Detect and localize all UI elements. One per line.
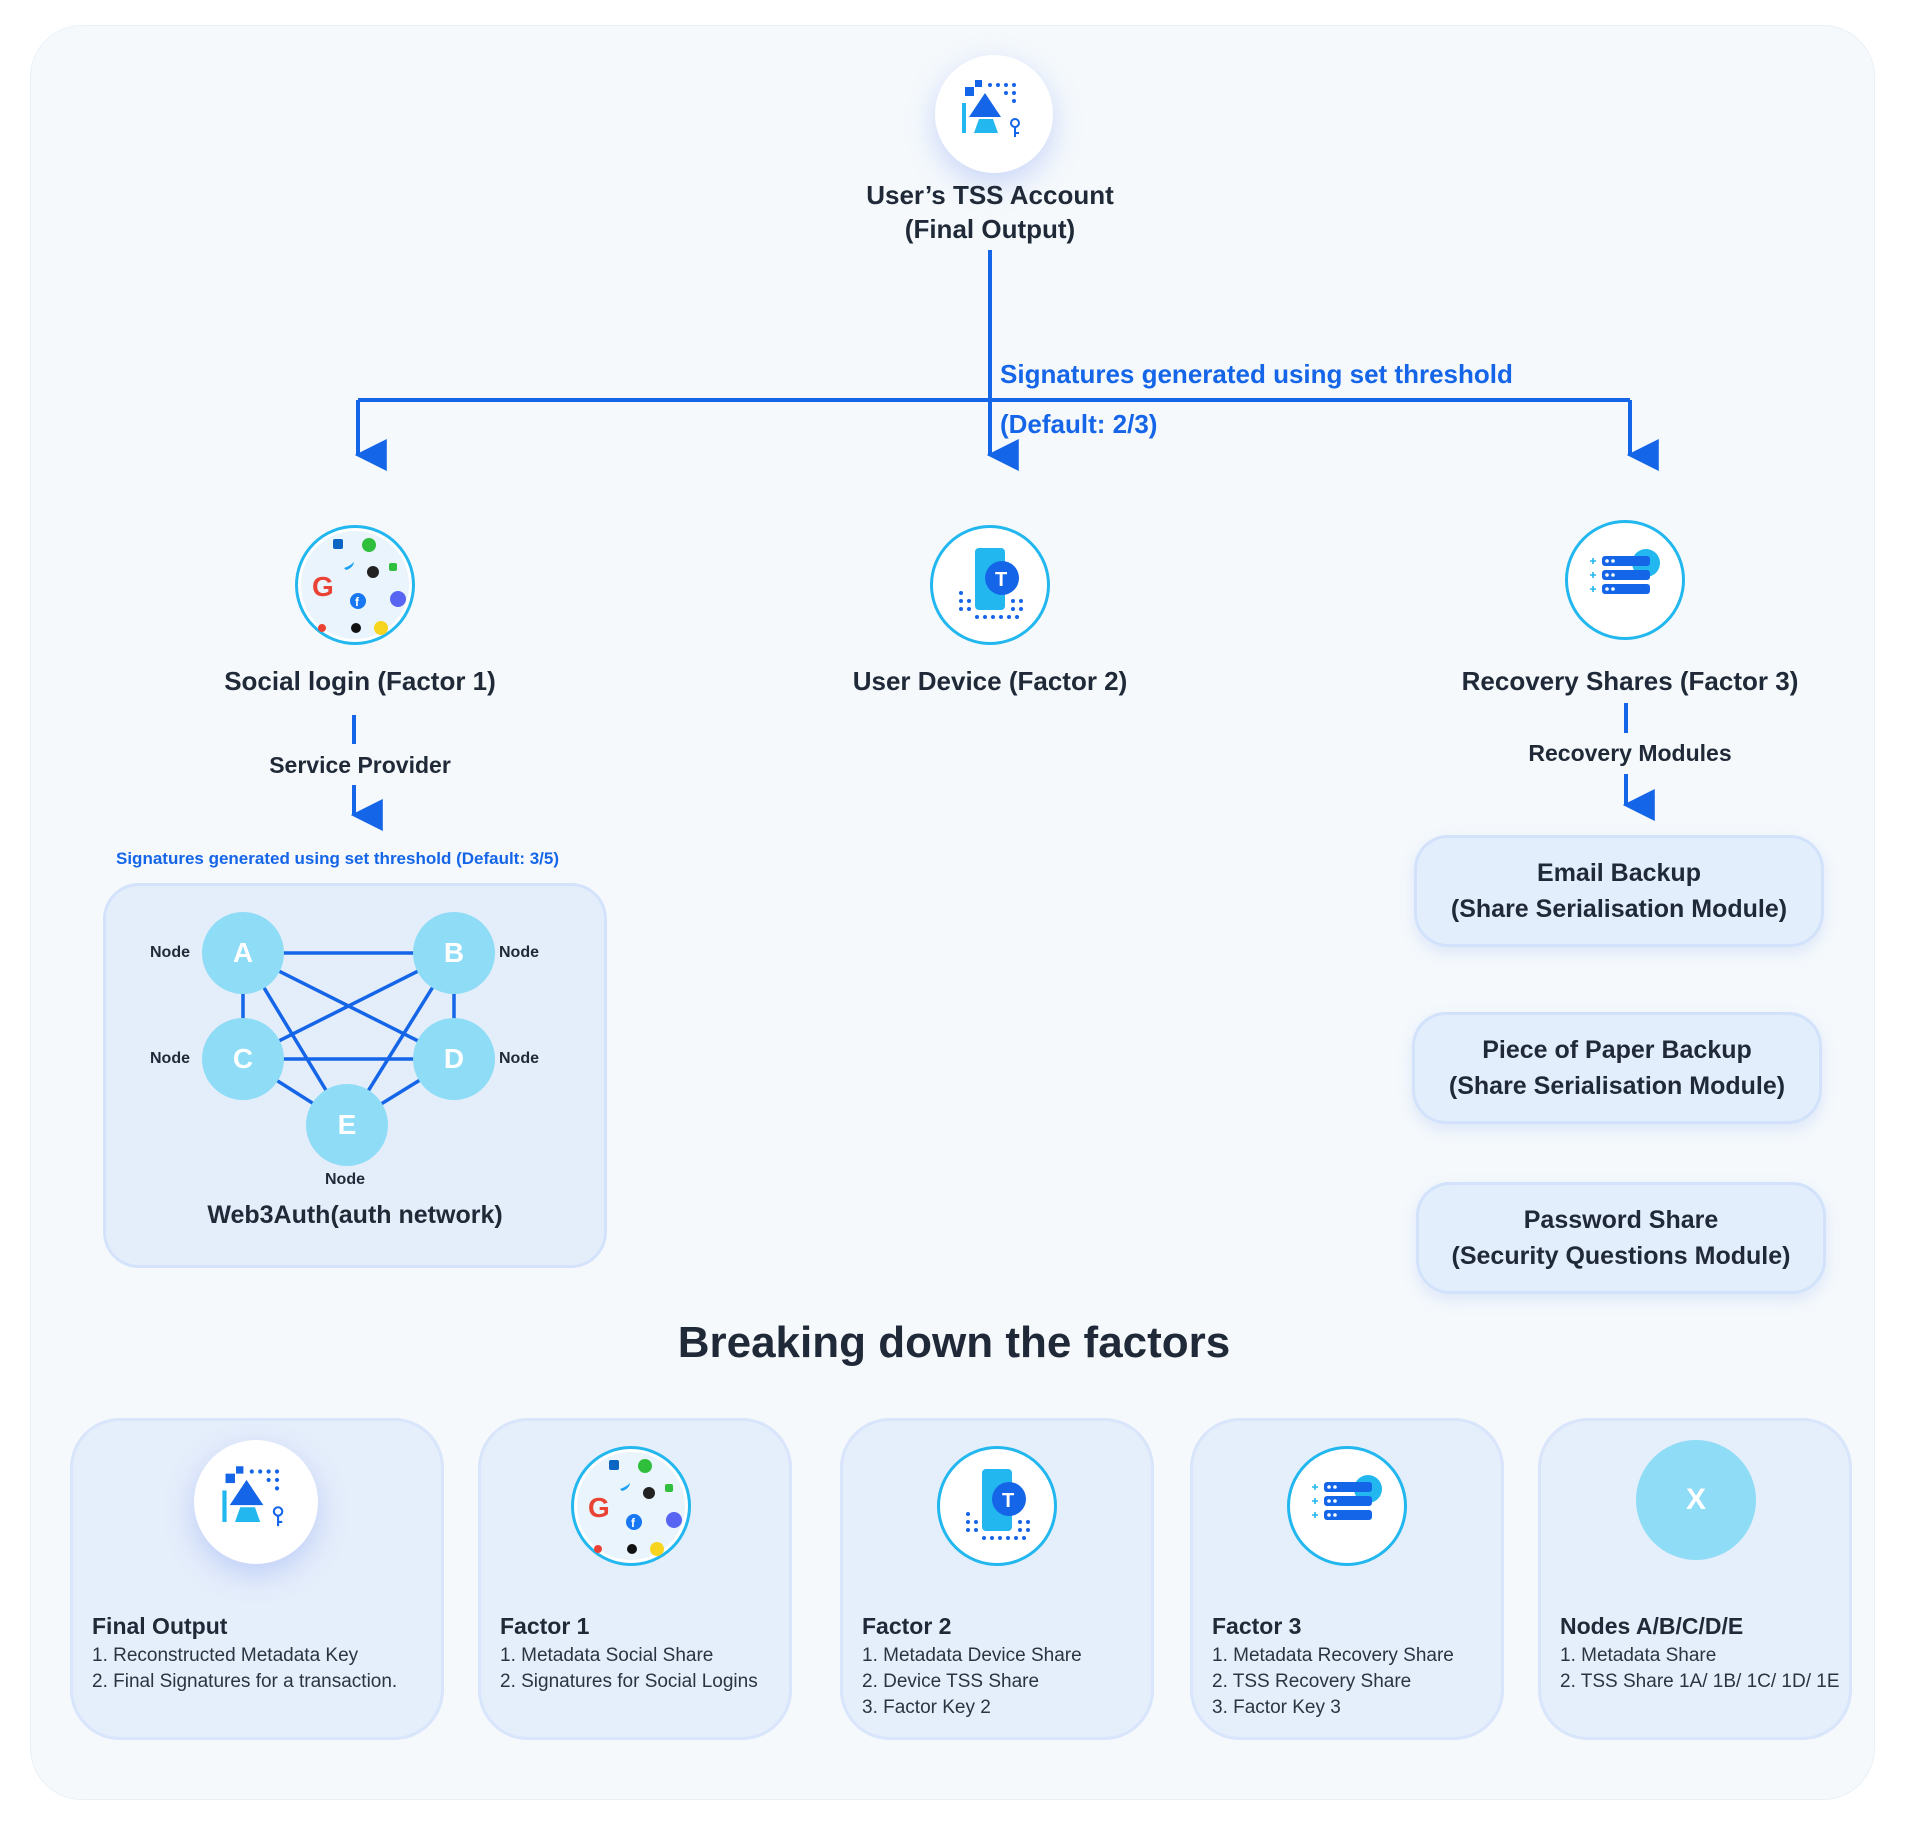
node-c: C bbox=[202, 1018, 284, 1100]
svg-text:T: T bbox=[995, 569, 1007, 591]
card-title: Factor 2 bbox=[862, 1613, 952, 1639]
node-b: B bbox=[413, 912, 495, 994]
card-item: 2. Final Signatures for a transaction. bbox=[92, 1671, 398, 1692]
module-subtitle: (Share Serialisation Module) bbox=[1450, 895, 1788, 923]
node-e: E bbox=[306, 1084, 388, 1166]
breakdown-heading: Breaking down the factors bbox=[677, 1318, 1231, 1367]
module-title: Piece of Paper Backup bbox=[1482, 1036, 1752, 1064]
final-output-title-line2: (Final Output) bbox=[904, 214, 1076, 244]
card-item: 2. TSS Recovery Share bbox=[1212, 1671, 1412, 1692]
node-e-label: Node bbox=[325, 1171, 365, 1188]
recovery-server-icon bbox=[1287, 1446, 1407, 1566]
svg-text:G: G bbox=[312, 571, 334, 602]
card-items: 1. Reconstructed Metadata Key 2. Final S… bbox=[92, 1643, 397, 1695]
threshold-label: Signatures generated using set threshold bbox=[1000, 359, 1513, 389]
svg-text:f: f bbox=[631, 1516, 636, 1530]
module-title: Password Share bbox=[1523, 1206, 1719, 1234]
card-title: Factor 1 bbox=[500, 1613, 590, 1639]
recovery-modules-label: Recovery Modules bbox=[1528, 740, 1732, 766]
card-factor-3: Factor 3 1. Metadata Recovery Share 2. T… bbox=[1190, 1418, 1504, 1740]
card-item: 3. Factor Key 2 bbox=[862, 1697, 991, 1718]
auth-network-box: A B C D E Node Node Node Node Node Web3A… bbox=[103, 883, 607, 1268]
service-provider-label: Service Provider bbox=[269, 752, 451, 778]
module-subtitle: (Share Serialisation Module) bbox=[1448, 1072, 1786, 1100]
device-icon: T bbox=[930, 525, 1050, 645]
card-item: 1. Reconstructed Metadata Key bbox=[92, 1645, 359, 1666]
module-subtitle: (Security Questions Module) bbox=[1451, 1242, 1791, 1270]
auth-network-title: Web3Auth(auth network) bbox=[207, 1201, 503, 1229]
email-backup-module: Email Backup (Share Serialisation Module… bbox=[1414, 835, 1824, 947]
svg-text:f: f bbox=[355, 595, 360, 609]
card-title: Final Output bbox=[92, 1613, 228, 1639]
card-item: 1. Metadata Recovery Share bbox=[1212, 1645, 1454, 1666]
paper-backup-module: Piece of Paper Backup (Share Serialisati… bbox=[1412, 1012, 1822, 1124]
network-threshold-note: Signatures generated using set threshold… bbox=[116, 849, 560, 868]
tss-account-icon bbox=[194, 1440, 318, 1564]
card-factor-2: T Factor 2 1. Metadata Device Share 2. D… bbox=[840, 1418, 1154, 1740]
device-icon: T bbox=[937, 1446, 1057, 1566]
svg-text:T: T bbox=[1002, 1490, 1014, 1512]
recovery-shares-label: Recovery Shares (Factor 3) bbox=[1461, 666, 1799, 696]
card-item: 1. Metadata Share bbox=[1560, 1645, 1717, 1666]
card-title: Factor 3 bbox=[1212, 1613, 1302, 1639]
social-login-label: Social login (Factor 1) bbox=[224, 666, 496, 696]
card-item: 1. Metadata Social Share bbox=[500, 1645, 714, 1666]
card-nodes: X Nodes A/B/C/D/E 1. Metadata Share 2. T… bbox=[1538, 1418, 1852, 1740]
card-factor-1: G f Factor 1 1. Metadata Social Share 2.… bbox=[478, 1418, 792, 1740]
card-items: 1. Metadata Share 2. TSS Share 1A/ 1B/ 1… bbox=[1560, 1643, 1840, 1695]
node-a-label: Node bbox=[150, 944, 190, 961]
node-b-label: Node bbox=[499, 944, 539, 961]
svg-text:G: G bbox=[588, 1492, 610, 1523]
threshold-default: (Default: 2/3) bbox=[1000, 409, 1158, 439]
node-c-label: Node bbox=[150, 1050, 190, 1067]
card-item: 2. TSS Share 1A/ 1B/ 1C/ 1D/ 1E bbox=[1560, 1671, 1840, 1692]
card-item: 3. Factor Key 3 bbox=[1212, 1697, 1341, 1718]
node-d: D bbox=[413, 1018, 495, 1100]
final-output-title: User’s TSS Account (Final Output) bbox=[790, 178, 1190, 246]
social-logins-icon: G f bbox=[571, 1446, 691, 1566]
final-output-title-line1: User’s TSS Account bbox=[866, 180, 1114, 210]
card-item: 2. Signatures for Social Logins bbox=[500, 1671, 758, 1692]
recovery-server-icon bbox=[1565, 520, 1685, 640]
card-item: 1. Metadata Device Share bbox=[862, 1645, 1082, 1666]
card-item: 2. Device TSS Share bbox=[862, 1671, 1040, 1692]
card-items: 1. Metadata Social Share 2. Signatures f… bbox=[500, 1643, 758, 1695]
card-items: 1. Metadata Device Share 2. Device TSS S… bbox=[862, 1643, 1082, 1721]
card-items: 1. Metadata Recovery Share 2. TSS Recove… bbox=[1212, 1643, 1454, 1721]
module-title: Email Backup bbox=[1537, 859, 1701, 887]
node-d-label: Node bbox=[499, 1050, 539, 1067]
social-logins-icon: G f bbox=[295, 525, 415, 645]
node-a: A bbox=[202, 912, 284, 994]
password-share-module: Password Share (Security Questions Modul… bbox=[1416, 1182, 1826, 1294]
user-device-label: User Device (Factor 2) bbox=[852, 666, 1128, 696]
card-title: Nodes A/B/C/D/E bbox=[1560, 1613, 1744, 1639]
tss-account-icon bbox=[935, 55, 1053, 173]
card-final-output: Final Output 1. Reconstructed Metadata K… bbox=[70, 1418, 444, 1740]
node-x-icon: X bbox=[1636, 1440, 1756, 1560]
